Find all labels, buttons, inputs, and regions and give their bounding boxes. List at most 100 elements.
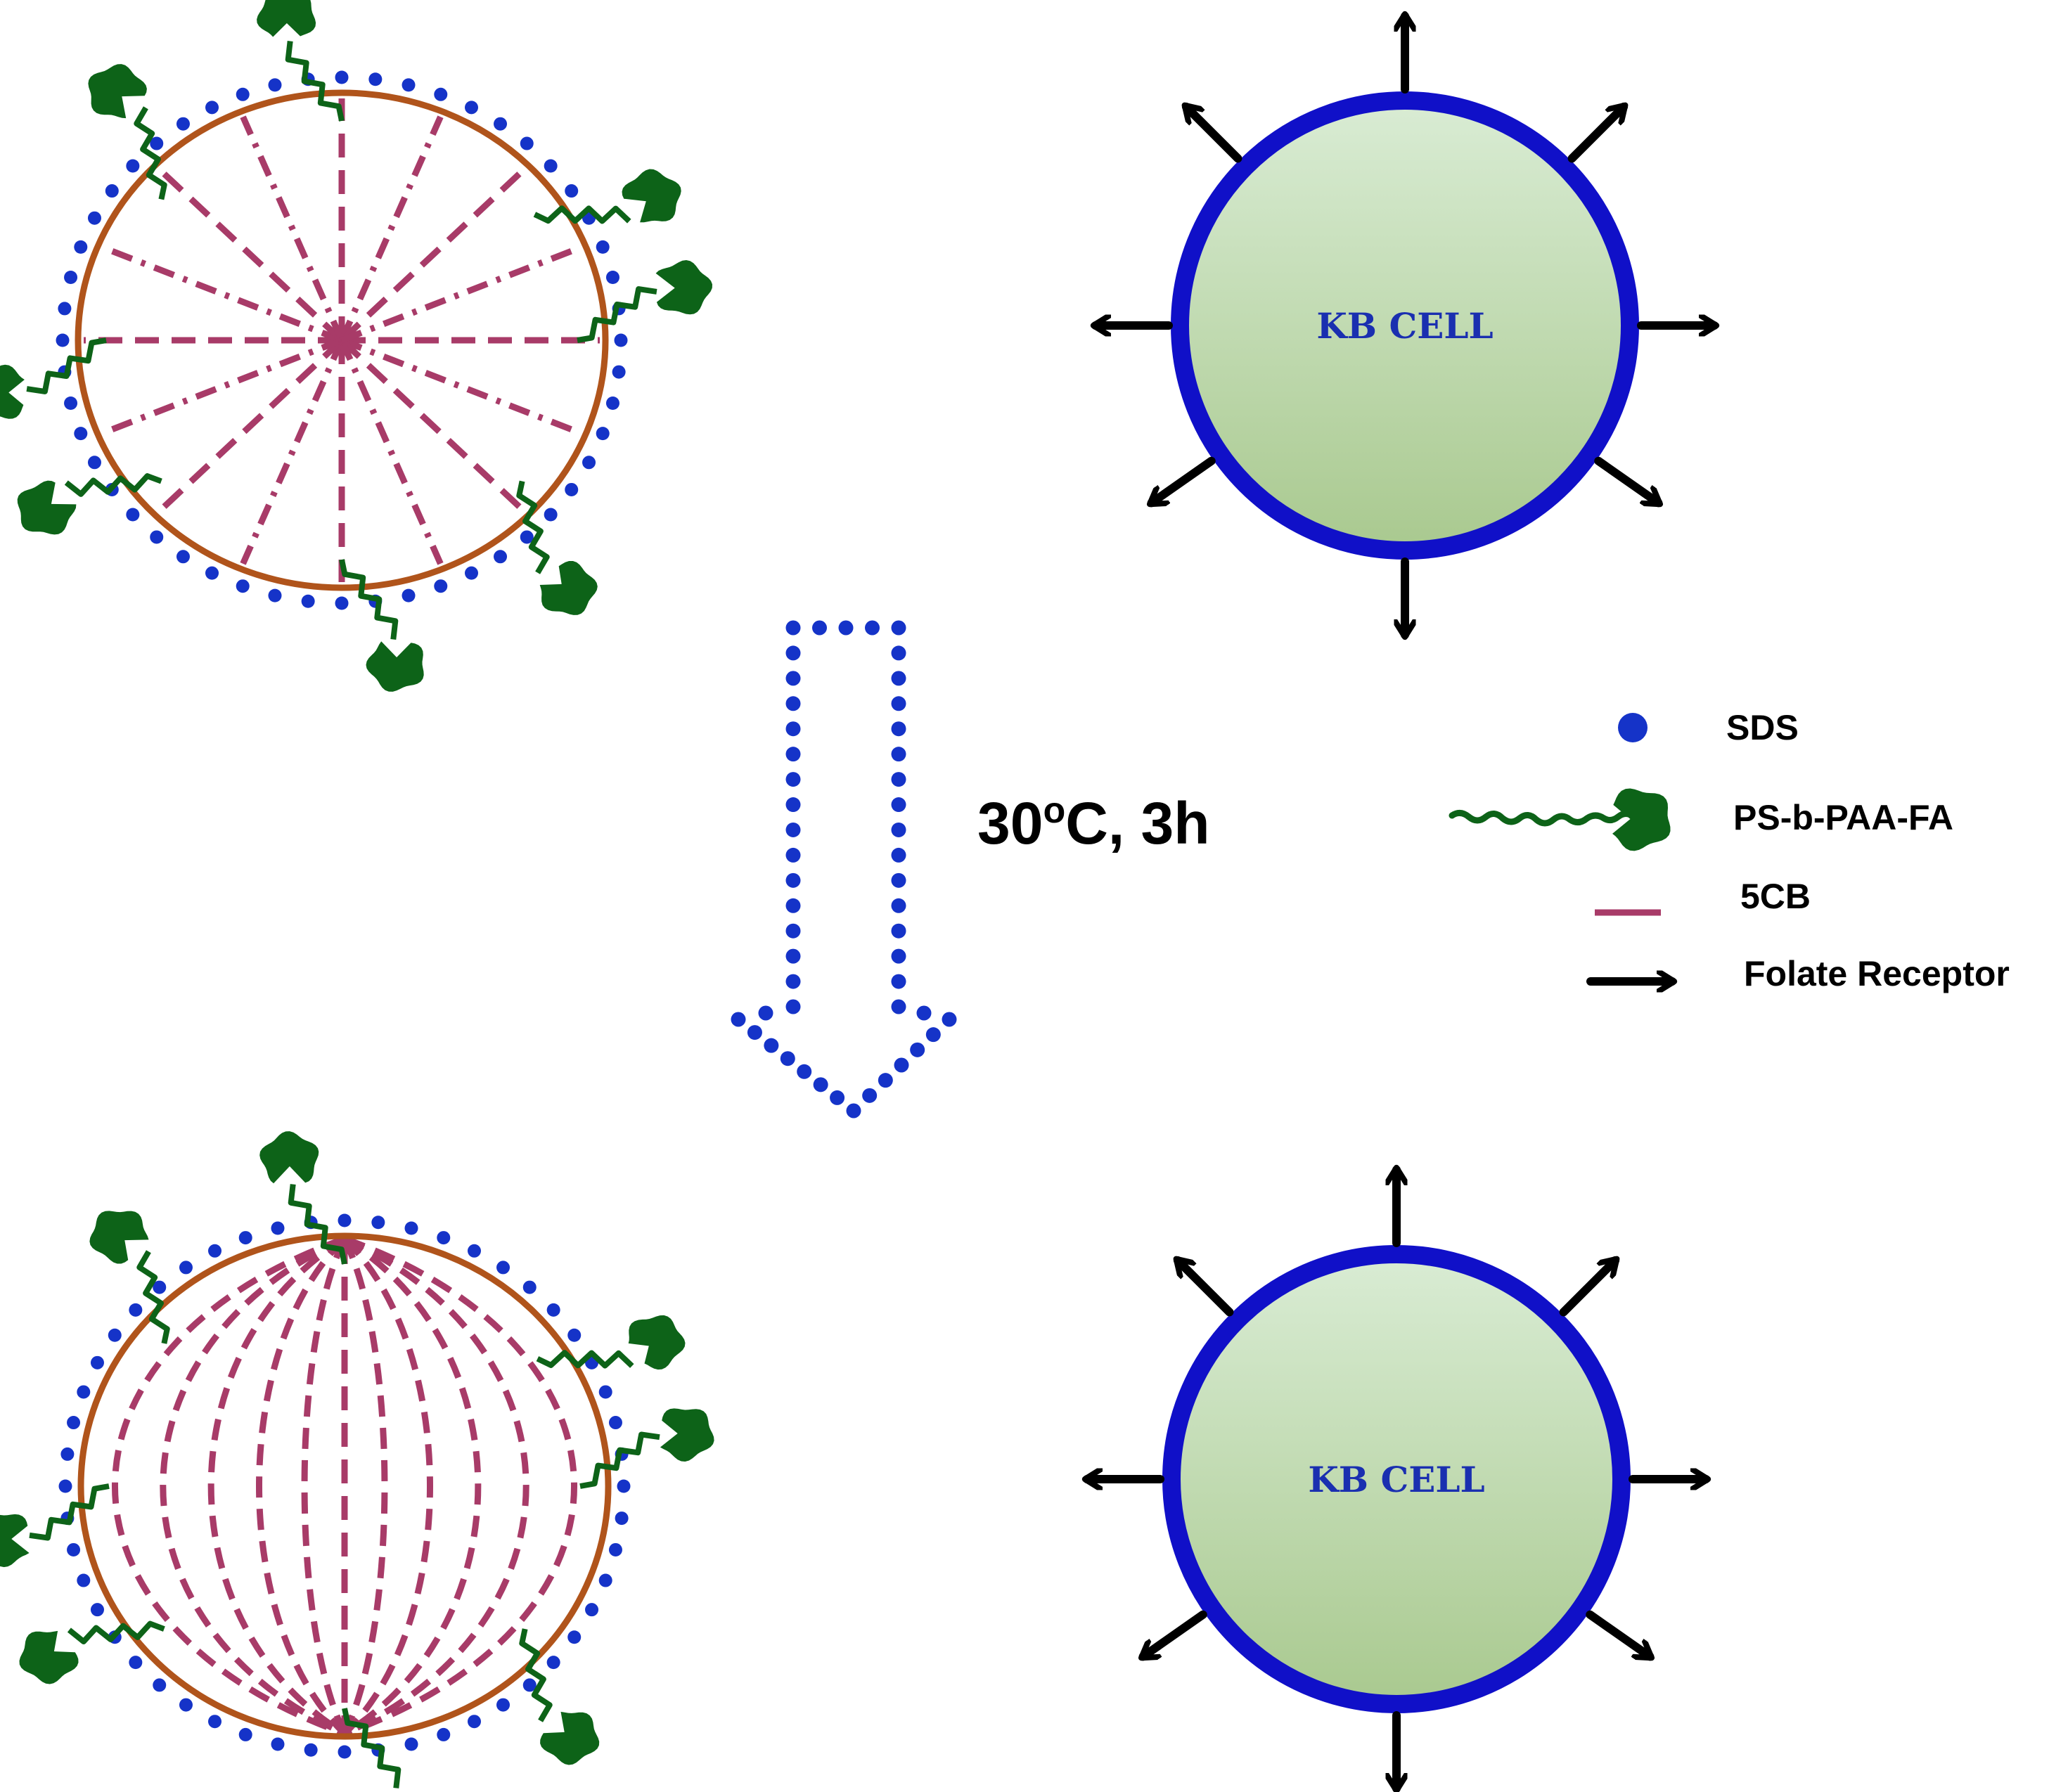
- legend-label-folate-receptor: Folate Receptor: [1744, 954, 2010, 993]
- sds-dot: [522, 1280, 537, 1294]
- arrow-dot: [942, 1012, 957, 1027]
- sds-dot: [437, 1727, 451, 1741]
- sds-dot: [368, 72, 383, 86]
- folate-head: [89, 1211, 149, 1264]
- blue-dot-icon: [1618, 713, 1648, 742]
- folate-head: [628, 1315, 686, 1370]
- sds-dot: [77, 1573, 91, 1587]
- folate-head: [539, 561, 598, 615]
- ps-b-paa-chain: [64, 473, 162, 497]
- sds-dot: [402, 78, 416, 92]
- arrow-dot: [891, 721, 906, 737]
- 5cb-director-line: [338, 115, 444, 342]
- folate-head: [540, 1711, 600, 1765]
- sds-dot: [464, 101, 478, 115]
- ps-b-paa-chain: [579, 1431, 660, 1489]
- sds-dot: [58, 1479, 72, 1493]
- 5cb-director-arc: [207, 1236, 347, 1736]
- ps-b-paa-fa-chains: [0, 0, 712, 692]
- arrow-dot: [812, 620, 827, 636]
- sds-dot: [268, 78, 282, 92]
- sds-dot: [598, 1573, 612, 1587]
- sds-dot: [596, 240, 610, 254]
- arrow-dot: [785, 898, 801, 913]
- sds-dot: [544, 508, 558, 522]
- kb-cell-bottom: KB CELL: [1087, 1170, 1706, 1792]
- sds-dot: [205, 566, 219, 580]
- arrow-dot: [838, 620, 854, 636]
- sds-dot: [404, 1221, 418, 1235]
- sds-dot: [617, 1479, 631, 1493]
- legend-label-sds: SDS: [1726, 708, 1799, 747]
- 5cb-director-arc: [256, 1236, 347, 1736]
- sds-dot: [335, 596, 349, 610]
- legend-label-polymer: PS-b-PAA-FA: [1733, 798, 1953, 837]
- 5cb-director-line: [157, 167, 345, 343]
- sds-dot: [437, 1231, 451, 1245]
- sds-dot: [56, 333, 70, 347]
- arrow-dot: [891, 898, 906, 913]
- 5cb-radial-directors: [84, 98, 600, 582]
- sds-dot: [87, 211, 101, 225]
- arrow-dot: [862, 1088, 878, 1103]
- sds-dot: [585, 1603, 599, 1617]
- ps-b-paa-chain: [519, 1628, 553, 1722]
- sds-dot: [271, 1221, 285, 1235]
- arrow-dot: [878, 1073, 893, 1088]
- folate-head: [257, 0, 316, 37]
- arrow-dot: [785, 721, 801, 737]
- cell-membrane: [1171, 91, 1639, 560]
- arrow-dot: [894, 1057, 909, 1073]
- ps-b-paa-chain: [536, 1350, 634, 1369]
- arrow-dot: [785, 822, 801, 837]
- sds-dot: [496, 1698, 510, 1712]
- cell-label: KB CELL: [1316, 305, 1493, 347]
- arrow-dot: [747, 1025, 762, 1040]
- sds-dot: [467, 1244, 481, 1258]
- sds-dot: [520, 530, 534, 544]
- sds-dot: [434, 579, 448, 593]
- folate-receptor-arrow: [1559, 1261, 1616, 1317]
- arrow-dot: [891, 923, 906, 939]
- 5cb-director-line: [338, 339, 444, 565]
- 5cb-director-arc: [342, 1236, 482, 1736]
- sds-dot: [105, 184, 119, 198]
- arrow-dot: [780, 1051, 795, 1066]
- arrow-dot: [785, 948, 801, 964]
- sds-dot: [615, 1511, 629, 1526]
- sds-dot: [608, 1416, 622, 1430]
- arrow-dot: [891, 747, 906, 762]
- sds-surfactant-layer: [56, 70, 628, 610]
- 5cb-director-arc: [301, 1237, 348, 1735]
- sds-dot: [335, 70, 349, 84]
- sds-dot: [205, 101, 219, 115]
- ps-b-paa-chain: [285, 41, 345, 122]
- condition-label: 30oC, 3h: [977, 790, 1210, 856]
- arrow-dot: [846, 1103, 861, 1119]
- arrow-dot: [785, 696, 801, 711]
- 5cb-director-line: [157, 337, 345, 514]
- sds-dot: [596, 427, 610, 441]
- sds-dot: [565, 184, 579, 198]
- sds-dot: [494, 117, 508, 131]
- sds-dot: [614, 333, 628, 347]
- sds-dot: [464, 566, 478, 580]
- sds-dot: [605, 397, 619, 411]
- sds-dot: [179, 1698, 193, 1712]
- sds-dot: [208, 1244, 222, 1258]
- sds-dot: [126, 159, 140, 173]
- sds-dot: [208, 1715, 222, 1729]
- sds-dot: [402, 588, 416, 602]
- sds-dot: [153, 1280, 167, 1294]
- folate-head: [259, 1131, 319, 1184]
- arrow-dot: [925, 1027, 941, 1043]
- 5cb-director-line: [339, 337, 527, 514]
- folate-receptor-arrow: [1143, 1610, 1207, 1661]
- ps-b-paa-chain: [29, 1483, 110, 1541]
- folate-receptor-arrow: [1586, 1610, 1650, 1661]
- legend-label-5cb: 5CB: [1740, 877, 1811, 916]
- sds-dot: [64, 270, 78, 284]
- folate-head: [622, 169, 681, 223]
- sds-dot: [77, 1385, 91, 1399]
